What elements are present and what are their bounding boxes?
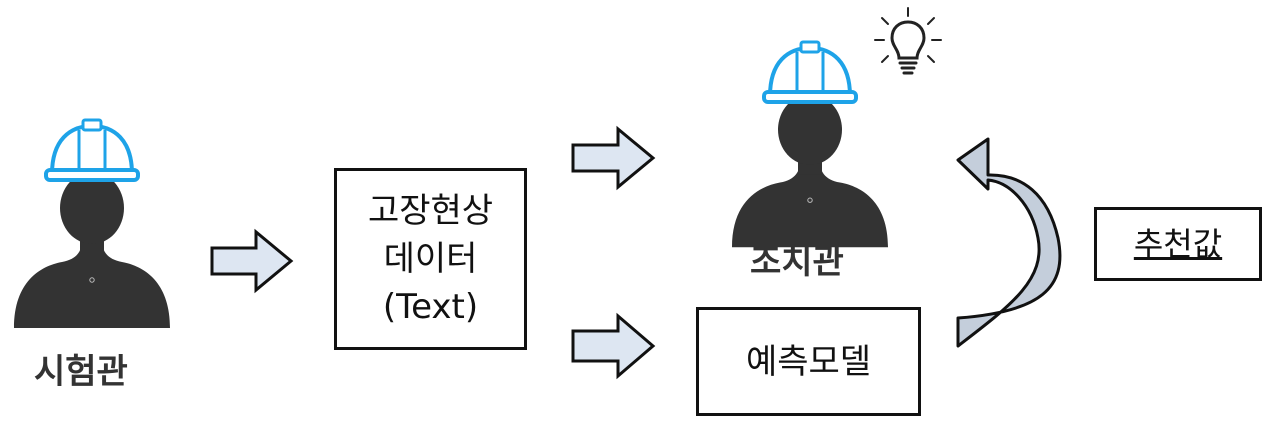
fault-data-text: 고장현상 데이터 (Text): [368, 187, 493, 331]
helmet-icon: [44, 118, 140, 182]
fault-data-line: 고장현상: [367, 191, 494, 231]
right-arrow-icon: [571, 312, 656, 380]
fault-data-line: (Text): [382, 287, 479, 327]
lightbulb-icon: [874, 7, 942, 75]
right-arrow-icon: [210, 228, 294, 294]
person-silhouette-icon: [13, 171, 171, 329]
prediction-model-label: 예측모델: [745, 341, 872, 382]
right-arrow-icon: [571, 125, 656, 191]
recommendation-box: 추천값: [1094, 207, 1262, 281]
technician-label: 조치관: [750, 242, 844, 282]
tester-person-icon: [13, 118, 171, 329]
technician-person-icon: [731, 40, 889, 248]
prediction-model-box: 예측모델: [696, 307, 921, 416]
helmet-icon: [762, 40, 858, 104]
tester-label: 시험관: [34, 352, 128, 392]
curved-arrow-icon: [956, 137, 1062, 348]
person-silhouette-icon: [731, 93, 889, 248]
fault-data-line: 데이터: [383, 239, 478, 279]
recommendation-label: 추천값: [1133, 225, 1223, 263]
fault-data-box: 고장현상 데이터 (Text): [334, 168, 527, 350]
